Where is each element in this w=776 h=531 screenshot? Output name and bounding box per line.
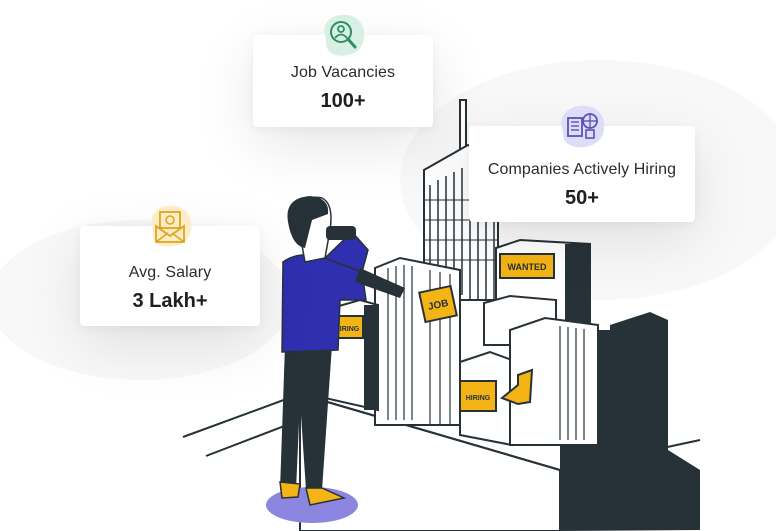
stat-card-avg-salary: Avg. Salary 3 Lakh+: [80, 205, 260, 326]
stat-value: 3 Lakh+: [132, 290, 208, 312]
sign-hiring-right: HIRING: [466, 395, 491, 402]
sign-hiring-left: HIRING: [335, 326, 360, 333]
sign-wanted: WANTED: [508, 262, 547, 272]
stat-value: 50+: [565, 187, 599, 209]
stat-value: 100+: [320, 90, 366, 112]
salary-envelope-icon: [144, 204, 196, 250]
person-with-binoculars: [266, 196, 405, 523]
stat-card-job-vacancies: Job Vacancies 100+: [253, 14, 433, 127]
stat-label: Job Vacancies: [290, 64, 396, 81]
building-hiring-right: HIRING: [459, 294, 599, 447]
stat-label: Avg. Salary: [128, 264, 212, 281]
building-job: JOB: [374, 256, 461, 426]
job-search-icon: [317, 13, 369, 59]
sign-job: JOB: [427, 298, 449, 313]
stat-card-companies-hiring: Companies Actively Hiring 50+: [469, 105, 695, 222]
company-building-icon: [556, 104, 608, 150]
arrow-marker-icon: [500, 368, 534, 406]
stat-label: Companies Actively Hiring: [487, 161, 677, 178]
